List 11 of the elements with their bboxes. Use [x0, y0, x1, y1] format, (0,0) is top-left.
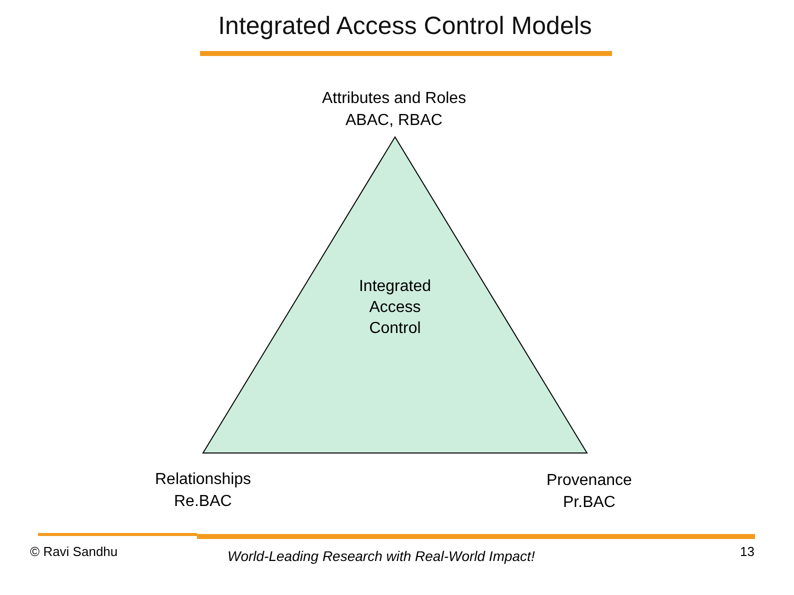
corner-label: Provenance	[546, 472, 632, 490]
corner-label: Relationships	[155, 471, 252, 489]
tagline: World-Leading Research with Real-World Impact!	[228, 548, 535, 564]
corner-label: Re.BAC	[174, 493, 232, 511]
center-label: Integrated Access Control	[358, 277, 432, 339]
corner-label: ABAC, RBAC	[346, 112, 442, 130]
slide-title: Integrated Access Control Models	[217, 12, 593, 41]
corner-label: Pr.BAC	[563, 494, 616, 512]
corner-label: Attributes and Roles	[322, 90, 466, 108]
page-number: 13	[740, 544, 754, 559]
footer-text: © Ravi Sandhu	[30, 544, 118, 559]
